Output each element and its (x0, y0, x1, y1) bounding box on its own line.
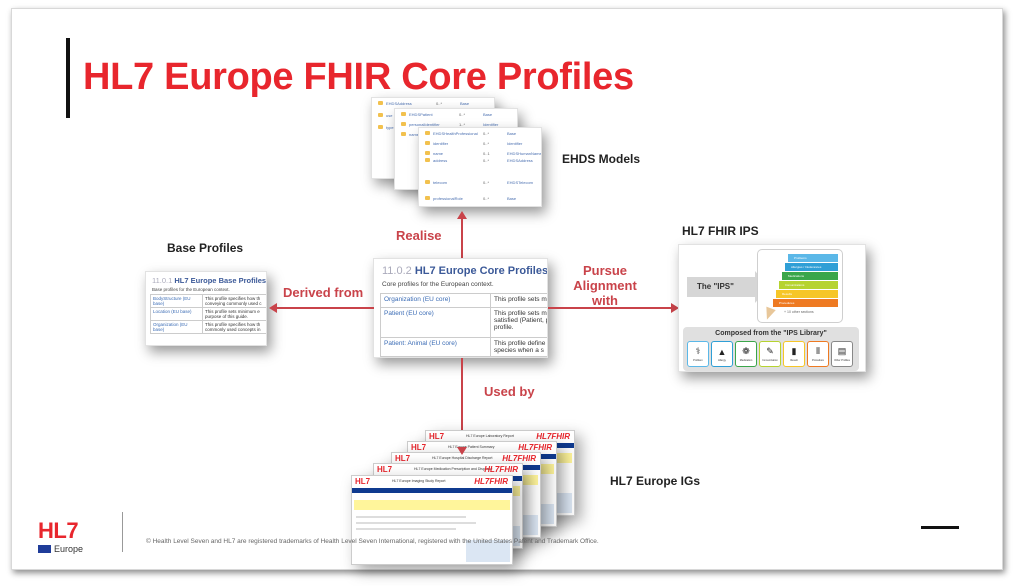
ips-band: Problems (788, 254, 838, 262)
core-profiles-card: 11.0.2 HL7 Europe Core Profiles Core pro… (373, 258, 548, 358)
pursue-alignment-arrow (548, 307, 672, 309)
surgical-tools-icon: ⫴ (816, 346, 820, 356)
profile-link[interactable]: Patient (EU core) (380, 307, 491, 338)
table-row: Organization (EU core)This profile sets … (380, 293, 547, 308)
ips-tile-result: ▮Result (783, 341, 805, 367)
hl7-europe-igs-label: HL7 Europe IGs (610, 474, 701, 488)
ips-band: Results (776, 290, 838, 298)
trademark-notice: © Health Level Seven and HL7 are registe… (146, 538, 599, 545)
ips-tile-allergy: ▲Allergy (711, 341, 733, 367)
realise-arrow (461, 218, 463, 260)
test-tube-icon: ▮ (791, 346, 797, 356)
syringe-icon: ✎ (766, 346, 774, 356)
used-by-arrow (461, 358, 463, 448)
table-row: Patient: Animal (EU core)This profile de… (380, 337, 547, 357)
core-profiles-heading: 11.0.2 HL7 Europe Core Profiles (382, 265, 548, 277)
hl7-logo: HL7 (38, 518, 79, 543)
realise-arrowhead-icon (457, 211, 467, 219)
ips-tile-procedure: ⫴Procedure (807, 341, 829, 367)
table-row: Location (EU base)This profile sets mini… (150, 307, 266, 321)
ips-tile-other: ▤Other Profiles (831, 341, 853, 367)
ips-tile-medication: ❁Medication (735, 341, 757, 367)
base-profiles-subtitle: Base profiles for the European context. (152, 287, 230, 292)
eu-flag-icon (38, 545, 51, 553)
hl7-europe-region: Europe (38, 544, 83, 554)
used-by-label: Used by (484, 384, 535, 399)
ips-library-panel: Composed from the "IPS Library" ⚕Problem… (683, 327, 859, 371)
slide-title: HL7 Europe FHIR Core Profiles (83, 56, 634, 98)
base-profiles-table: BodyStructure (EU base)This profile spec… (150, 294, 266, 334)
document-icon: ▤ (837, 346, 847, 356)
ips-band: Allergies / Intolerances (785, 263, 838, 271)
ehds-models-label: EHDS Models (562, 152, 641, 166)
ips-pencil-diagram: Problems Allergies / Intolerances Medica… (757, 249, 843, 323)
ips-tile-immunization: ✎Immunization (759, 341, 781, 367)
profile-link[interactable]: Location (EU base) (150, 307, 203, 321)
profile-link[interactable]: Organization (EU core) (380, 293, 491, 308)
profile-link[interactable]: BodyStructure (EU base) (150, 294, 203, 308)
table-row: Patient (EU core)This profile sets m sat… (380, 307, 547, 338)
derived-from-arrowhead-icon (269, 303, 277, 313)
base-profiles-card: 11.0.1 HL7 Europe Base Profiles ✎ Base p… (145, 271, 267, 346)
ips-band: Procedures (773, 299, 838, 307)
footer-divider (122, 512, 123, 552)
base-profiles-label: Base Profiles (167, 241, 244, 255)
derived-from-arrow (276, 307, 374, 309)
ips-library-title: Composed from the "IPS Library" (715, 330, 827, 337)
derived-from-label: Derived from (283, 285, 364, 300)
pursue-alignment-label: Pursue Alignment with (573, 263, 637, 308)
ips-more-sections: + 10 other sections (784, 310, 814, 314)
ips-arrow-text: The "IPS" (697, 282, 734, 291)
profile-link[interactable]: Organization (EU base) (150, 320, 203, 334)
ips-arrow-shape (687, 277, 755, 297)
ips-tile-problem: ⚕Problem (687, 341, 709, 367)
hl7-fhir-ips-label: HL7 FHIR IPS (682, 224, 759, 238)
table-row: BodyStructure (EU base)This profile spec… (150, 294, 266, 308)
pursue-alignment-arrowhead-icon (671, 303, 679, 313)
realise-label: Realise (396, 228, 442, 243)
ips-band: Medications (782, 272, 838, 280)
warning-icon: ▲ (717, 346, 727, 357)
core-profiles-subtitle: Core profiles for the European context. (382, 281, 494, 288)
stethoscope-icon: ⚕ (695, 346, 701, 356)
core-profiles-table: Organization (EU core)This profile sets … (380, 293, 547, 357)
table-row: Organization (EU base)This profile speci… (150, 320, 266, 334)
ips-card: The "IPS" Problems Allergies / Intoleran… (678, 244, 866, 372)
used-by-arrowhead-icon (457, 447, 467, 455)
ips-band: Immunizations (779, 281, 838, 289)
title-accent-bar (66, 38, 70, 118)
slide-accent-bar (921, 526, 959, 529)
pills-icon: ❁ (742, 346, 750, 356)
base-profiles-heading: 11.0.1 HL7 Europe Base Profiles ✎ (152, 276, 267, 285)
profile-link[interactable]: Patient: Animal (EU core) (380, 337, 491, 357)
pencil-tip-icon (762, 306, 776, 322)
